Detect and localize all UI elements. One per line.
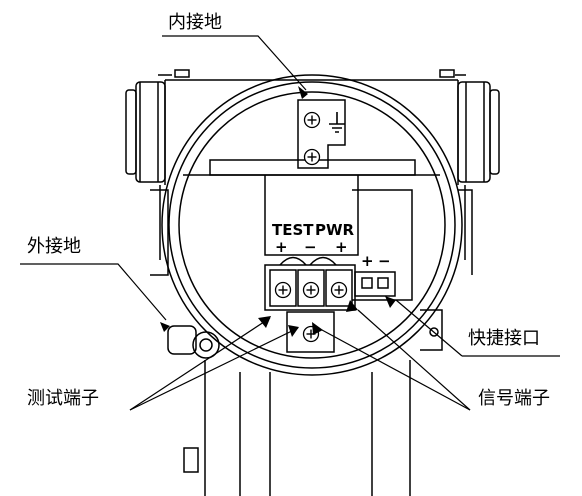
pwr-plus-sign: + (335, 238, 348, 256)
ground-bracket (297, 99, 346, 169)
ground-icon (329, 112, 345, 133)
test-minus-sign: − (304, 238, 317, 256)
housing-cover-rings (161, 74, 463, 376)
lower-housing (183, 360, 411, 496)
right-cable-gland (457, 81, 500, 183)
external-ground-lug[interactable] (167, 325, 220, 359)
test-plus-sign: + (275, 238, 288, 256)
connector-minus-sign: − (378, 252, 391, 270)
left-cable-gland (125, 81, 166, 183)
callout-leaders (20, 35, 560, 411)
pwr-label: PWR (315, 221, 355, 239)
mounting-tab (420, 309, 443, 351)
internal-ground-label: 内接地 (168, 12, 222, 33)
quick-connector-label: 快捷接口 (468, 328, 540, 349)
signal-terminals-label: 信号端子 (478, 388, 550, 409)
test-label: TEST (272, 221, 314, 239)
test-terminals-label: 测试端子 (27, 388, 99, 409)
arrow-icon (160, 86, 396, 337)
quick-connector[interactable] (354, 271, 396, 297)
terminal-block (264, 256, 356, 353)
external-ground-label: 外接地 (27, 236, 81, 257)
connector-plus-sign: + (361, 252, 374, 270)
terminal-chamber (183, 159, 440, 301)
